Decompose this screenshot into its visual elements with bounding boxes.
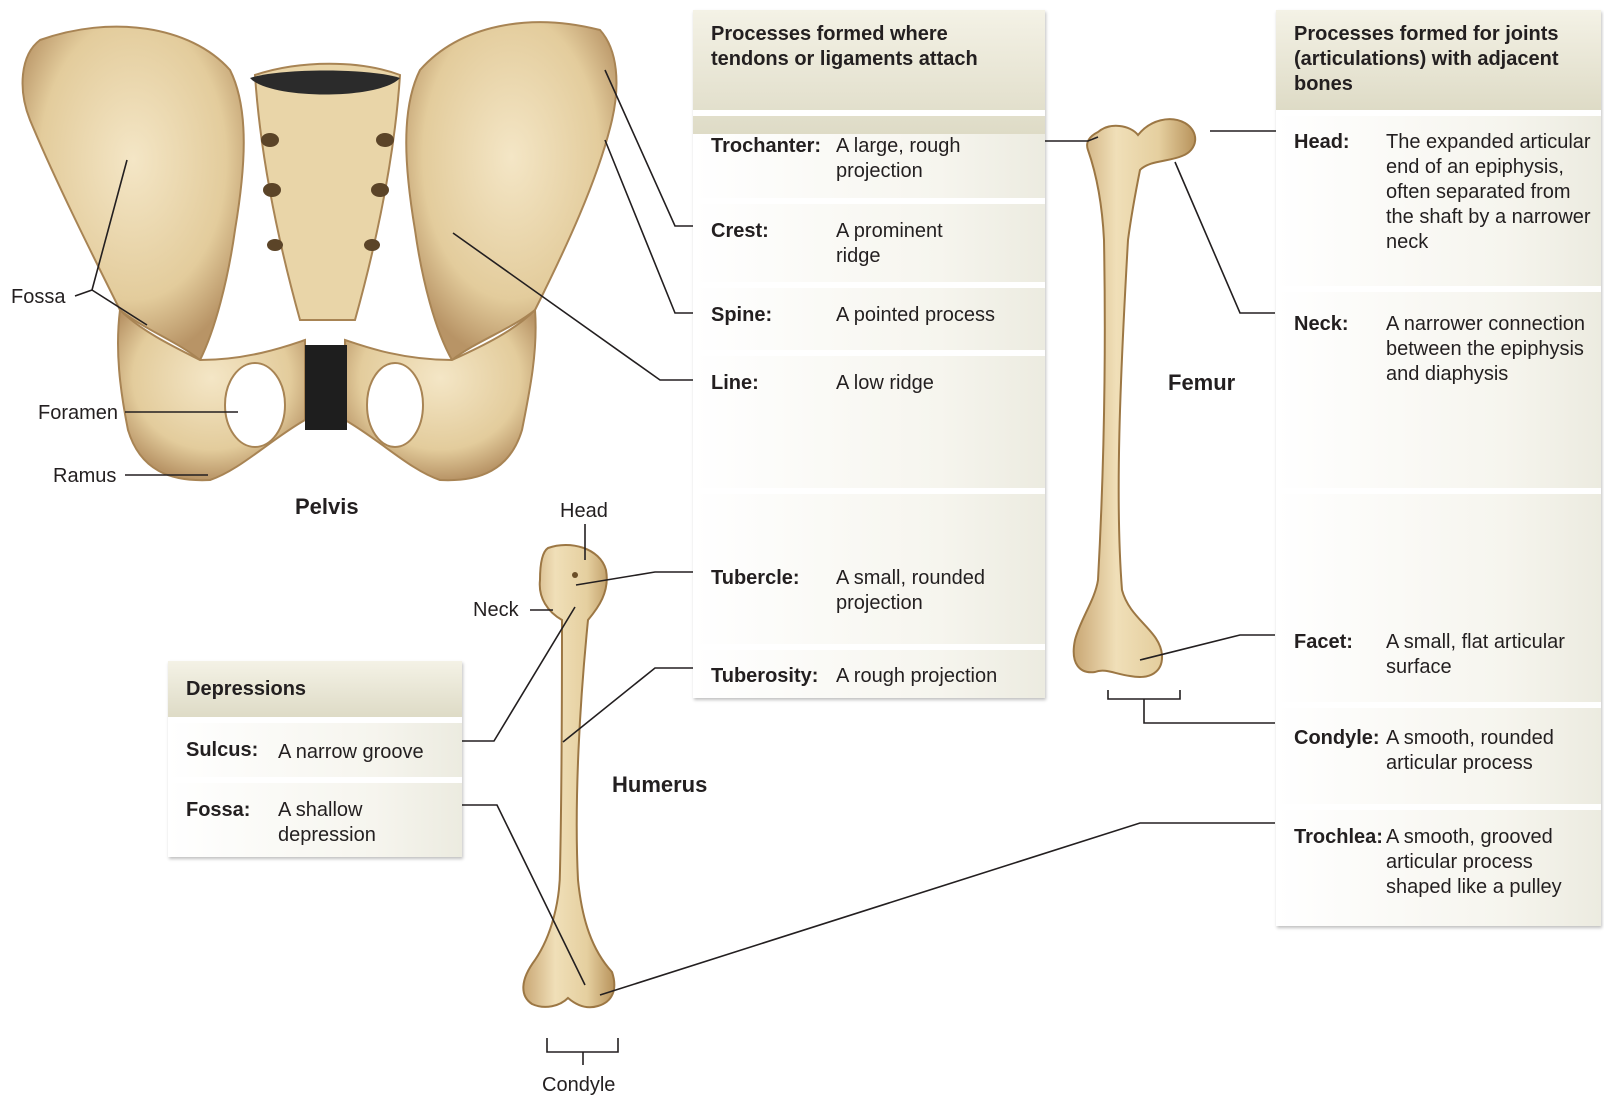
humerus-label: Humerus xyxy=(612,772,707,798)
term-definition: A smooth, grooved articular process shap… xyxy=(1386,825,1566,900)
term-definition: A narrower connection between the epiphy… xyxy=(1386,312,1596,387)
term-definition: A pointed process xyxy=(836,303,1036,328)
term-label: Head: xyxy=(1294,130,1350,155)
term-row-tuberosity: Tuberosity: A rough projection xyxy=(693,644,1045,698)
term-definition: The expanded articular end of an epiphys… xyxy=(1386,130,1591,255)
term-row-head: Head: The expanded articular end of an e… xyxy=(1276,110,1601,286)
term-row-trochanter: Trochanter: A large, rough projection xyxy=(693,110,1045,198)
femur-image xyxy=(1074,119,1196,677)
head-callout: Head xyxy=(560,499,608,523)
term-row-neck: Neck: A narrower connection between the … xyxy=(1276,286,1601,488)
term-row-crest: Crest: A prominent ridge xyxy=(693,198,1045,282)
term-row-trochlea: Trochlea: A smooth, grooved articular pr… xyxy=(1276,804,1601,926)
term-label: Sulcus: xyxy=(186,738,258,763)
term-label: Trochanter: xyxy=(711,134,821,159)
term-definition: A low ridge xyxy=(836,371,1036,396)
leader-lines xyxy=(75,70,1276,1065)
joint-panel-title: Processes formed for joints (articulatio… xyxy=(1276,10,1601,110)
term-definition: A small, flat articular surface xyxy=(1386,630,1566,680)
fossa-callout: Fossa xyxy=(11,285,65,309)
term-definition: A smooth, rounded articular process xyxy=(1386,726,1556,776)
neck-callout: Neck xyxy=(473,598,519,622)
term-label: Tuberosity: xyxy=(711,664,818,689)
pelvis-label: Pelvis xyxy=(295,494,359,520)
term-label: Line: xyxy=(711,371,759,396)
term-label: Neck: xyxy=(1294,312,1348,337)
term-row-spine: Spine: A pointed process xyxy=(693,282,1045,350)
term-row-condyle: Condyle: A smooth, rounded articular pro… xyxy=(1276,702,1601,804)
term-definition: A shallow depression xyxy=(278,798,418,848)
term-definition: A large, rough projection xyxy=(836,134,1016,184)
term-definition: A prominent ridge xyxy=(836,219,976,269)
term-label: Condyle: xyxy=(1294,726,1380,751)
depressions-panel: Depressions Sulcus: A narrow groove Foss… xyxy=(168,661,462,857)
term-label: Facet: xyxy=(1294,630,1353,655)
foramen-callout: Foramen xyxy=(38,401,118,425)
term-label: Tubercle: xyxy=(711,566,800,591)
term-definition: A small, rounded projection xyxy=(836,566,1026,616)
ramus-callout: Ramus xyxy=(53,464,116,488)
term-row-sulcus: Sulcus: A narrow groove xyxy=(168,717,462,777)
term-row-fossa: Fossa: A shallow depression xyxy=(168,777,462,857)
condyle-callout: Condyle xyxy=(542,1073,615,1097)
term-row-line: Line: A low ridge xyxy=(693,350,1045,488)
tendon-processes-panel: Processes formed where tendons or ligame… xyxy=(693,10,1045,698)
term-row-tubercle: Tubercle: A small, rounded projection xyxy=(693,488,1045,644)
term-label: Crest: xyxy=(711,219,769,244)
depressions-panel-title: Depressions xyxy=(168,661,462,717)
joint-processes-panel: Processes formed for joints (articulatio… xyxy=(1276,10,1601,926)
term-label: Trochlea: xyxy=(1294,825,1383,850)
humerus-image xyxy=(523,545,614,1007)
term-definition: A narrow groove xyxy=(278,740,458,765)
femur-label: Femur xyxy=(1168,370,1235,396)
term-label: Fossa: xyxy=(186,798,250,823)
term-definition: A rough projection xyxy=(836,664,1036,689)
term-row-facet: Facet: A small, flat articular surface xyxy=(1276,488,1601,702)
term-label: Spine: xyxy=(711,303,772,328)
